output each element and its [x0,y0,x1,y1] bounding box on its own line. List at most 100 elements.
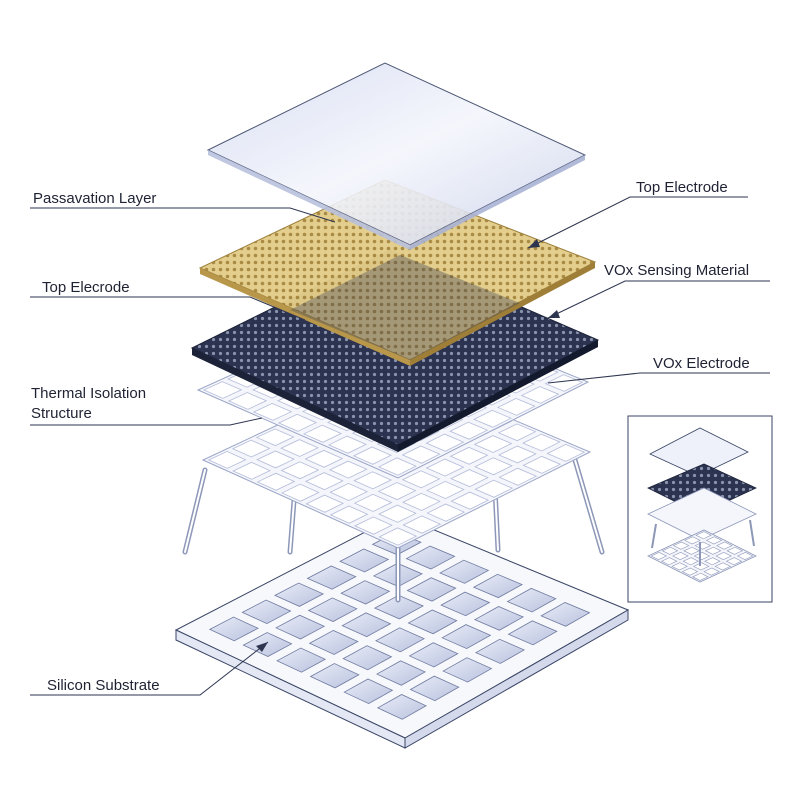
inset-grid-cell [704,546,722,555]
frame-cell [329,483,369,502]
leader-lines [30,196,770,696]
frame-cell [280,439,319,457]
frame-cell [378,527,418,546]
substrate-pad [439,559,490,584]
inset-grid-cell [703,567,720,576]
inset-grid-cell [661,546,679,555]
leader-top-electrode-right [527,196,748,249]
frame-cell [425,458,465,477]
inset-grid-cell [671,562,688,571]
substrate-pad [275,614,326,640]
inset-thumbnail [627,415,773,603]
inset-grid-cell [682,557,700,566]
leader-thermal-isolation [30,417,263,426]
arrowhead-top-electrode [528,239,540,248]
substrate-pad [473,606,525,631]
arrowhead-silicon-substrate [256,642,268,652]
frame-cell [474,479,514,498]
inset-grid-cell [725,557,743,566]
inset-grid-cell [705,536,723,545]
frame-cell [544,374,584,392]
frame-cell [232,461,271,480]
inset-grid-cell [672,541,690,550]
inset-grid-cell [695,531,712,540]
frame-cell [473,435,513,453]
inset-grid-cell [650,552,668,560]
leader-vox-sensing [547,280,770,319]
substrate-pad [442,657,493,683]
substrate-pads [208,531,591,720]
substrate-pad [376,694,427,720]
substrate-pad [373,594,424,620]
inset-grid-cell [692,572,709,581]
substrate-pad [406,577,457,602]
inset-grid-cell [716,541,733,550]
leader-arrowheads [256,239,560,652]
substrate-pad [540,602,591,627]
substrate-pad [339,548,390,573]
substrate-pad [407,609,458,635]
frame-cell [546,443,586,462]
frame-cell [401,445,441,464]
frame-cell [522,433,561,452]
substrate-pad [472,573,523,599]
frame-cell [378,504,417,523]
substrate-pad [409,675,460,702]
substrate-pad [307,597,358,622]
substrate-pad [242,632,293,657]
frame-cell [497,423,537,442]
frame-cell [498,467,538,486]
frame-cell [329,505,369,524]
label-top-electrode-left: Top Elecrode [42,279,130,296]
frame-cell [449,446,489,465]
substrate-pad [408,642,459,668]
frame-cell [302,424,343,443]
frame-cell [377,482,417,501]
frame-cell [402,515,442,534]
leader-top-electrode-left [30,296,306,321]
frame-cell [304,472,344,491]
substrate-pad [474,638,526,664]
label-vox-electrode: VOx Electrode [653,355,750,372]
substrate-pad [309,663,360,689]
frame-cell [353,471,393,490]
inset-grid-cell [681,567,699,576]
frame-cell [449,421,489,440]
substrate-pad [274,582,325,607]
leader-passivation [30,207,336,223]
frame-cell [426,503,466,522]
frame-cell [450,469,489,488]
frame-cell [496,397,536,416]
label-silicon-substrate: Silicon Substrate [47,677,160,694]
frame-cell [277,413,318,432]
leader-silicon-substrate [30,641,269,696]
inset-grid-cell [704,557,721,566]
inset-grid-cell [660,557,678,566]
substrate-pad [241,599,292,625]
label-vox-sensing-material: VOx Sensing Material [604,262,750,279]
frame-cell [425,433,465,452]
frame-cell [401,470,441,489]
inset-grid-cell [692,562,710,571]
frame-cell [520,386,560,404]
inset-grid-cell [726,546,744,555]
frame-cell [305,494,345,513]
top-electrode-layer [198,179,597,366]
frame-cell [353,493,393,512]
substrate-pad [208,616,259,642]
substrate-pad [441,624,492,650]
substrate-pad [276,647,327,673]
frame-cell [252,402,293,421]
label-top-electrode-right: Top Electrode [636,179,728,196]
frame-cell [207,450,247,469]
frame-cell [231,439,271,458]
substrate-pad [306,565,357,590]
substrate-pad [341,612,392,638]
frame-cell [450,491,490,510]
label-passivation-layer: Passavation Layer [33,190,157,207]
arrowhead-vox-sensing [548,310,560,318]
substrate-pad [375,660,426,686]
inset-grid-cell [684,536,701,545]
frame-cell [255,428,295,447]
frame-cell [474,457,513,476]
